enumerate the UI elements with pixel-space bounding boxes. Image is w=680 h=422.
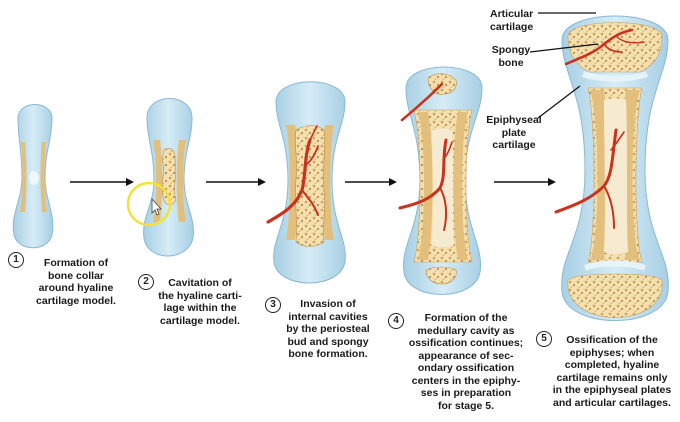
arrow-1 — [70, 178, 134, 186]
stage-2-bone — [144, 99, 194, 257]
stage-4-caption: Formation of the medullary cavity as oss… — [400, 312, 532, 412]
stage-5-caption: Ossification of the epiphyses; when comp… — [546, 334, 678, 409]
label-spongy-bone: Spongy bone — [490, 44, 532, 69]
stage-3-caption: Invasion of internal cavities by the per… — [276, 298, 380, 361]
stage-4-bone — [400, 67, 482, 295]
stage-5-bone — [556, 16, 668, 321]
stage-1-bone — [13, 105, 53, 248]
stage-3-bone — [268, 82, 345, 283]
label-articular-cartilage: Articular cartilage — [490, 8, 533, 33]
stage-2-caption: Cavitation of the hyaline carti- lage wi… — [148, 277, 252, 327]
label-epiphyseal-plate: Epiphyseal plate cartilage — [484, 114, 544, 152]
arrow-3 — [345, 178, 397, 186]
arrow-4 — [494, 178, 556, 186]
stage-1-number: 1 — [8, 252, 24, 268]
stage-1-caption: Formation of bone collar around hyaline … — [26, 257, 126, 307]
arrow-2 — [206, 178, 266, 186]
